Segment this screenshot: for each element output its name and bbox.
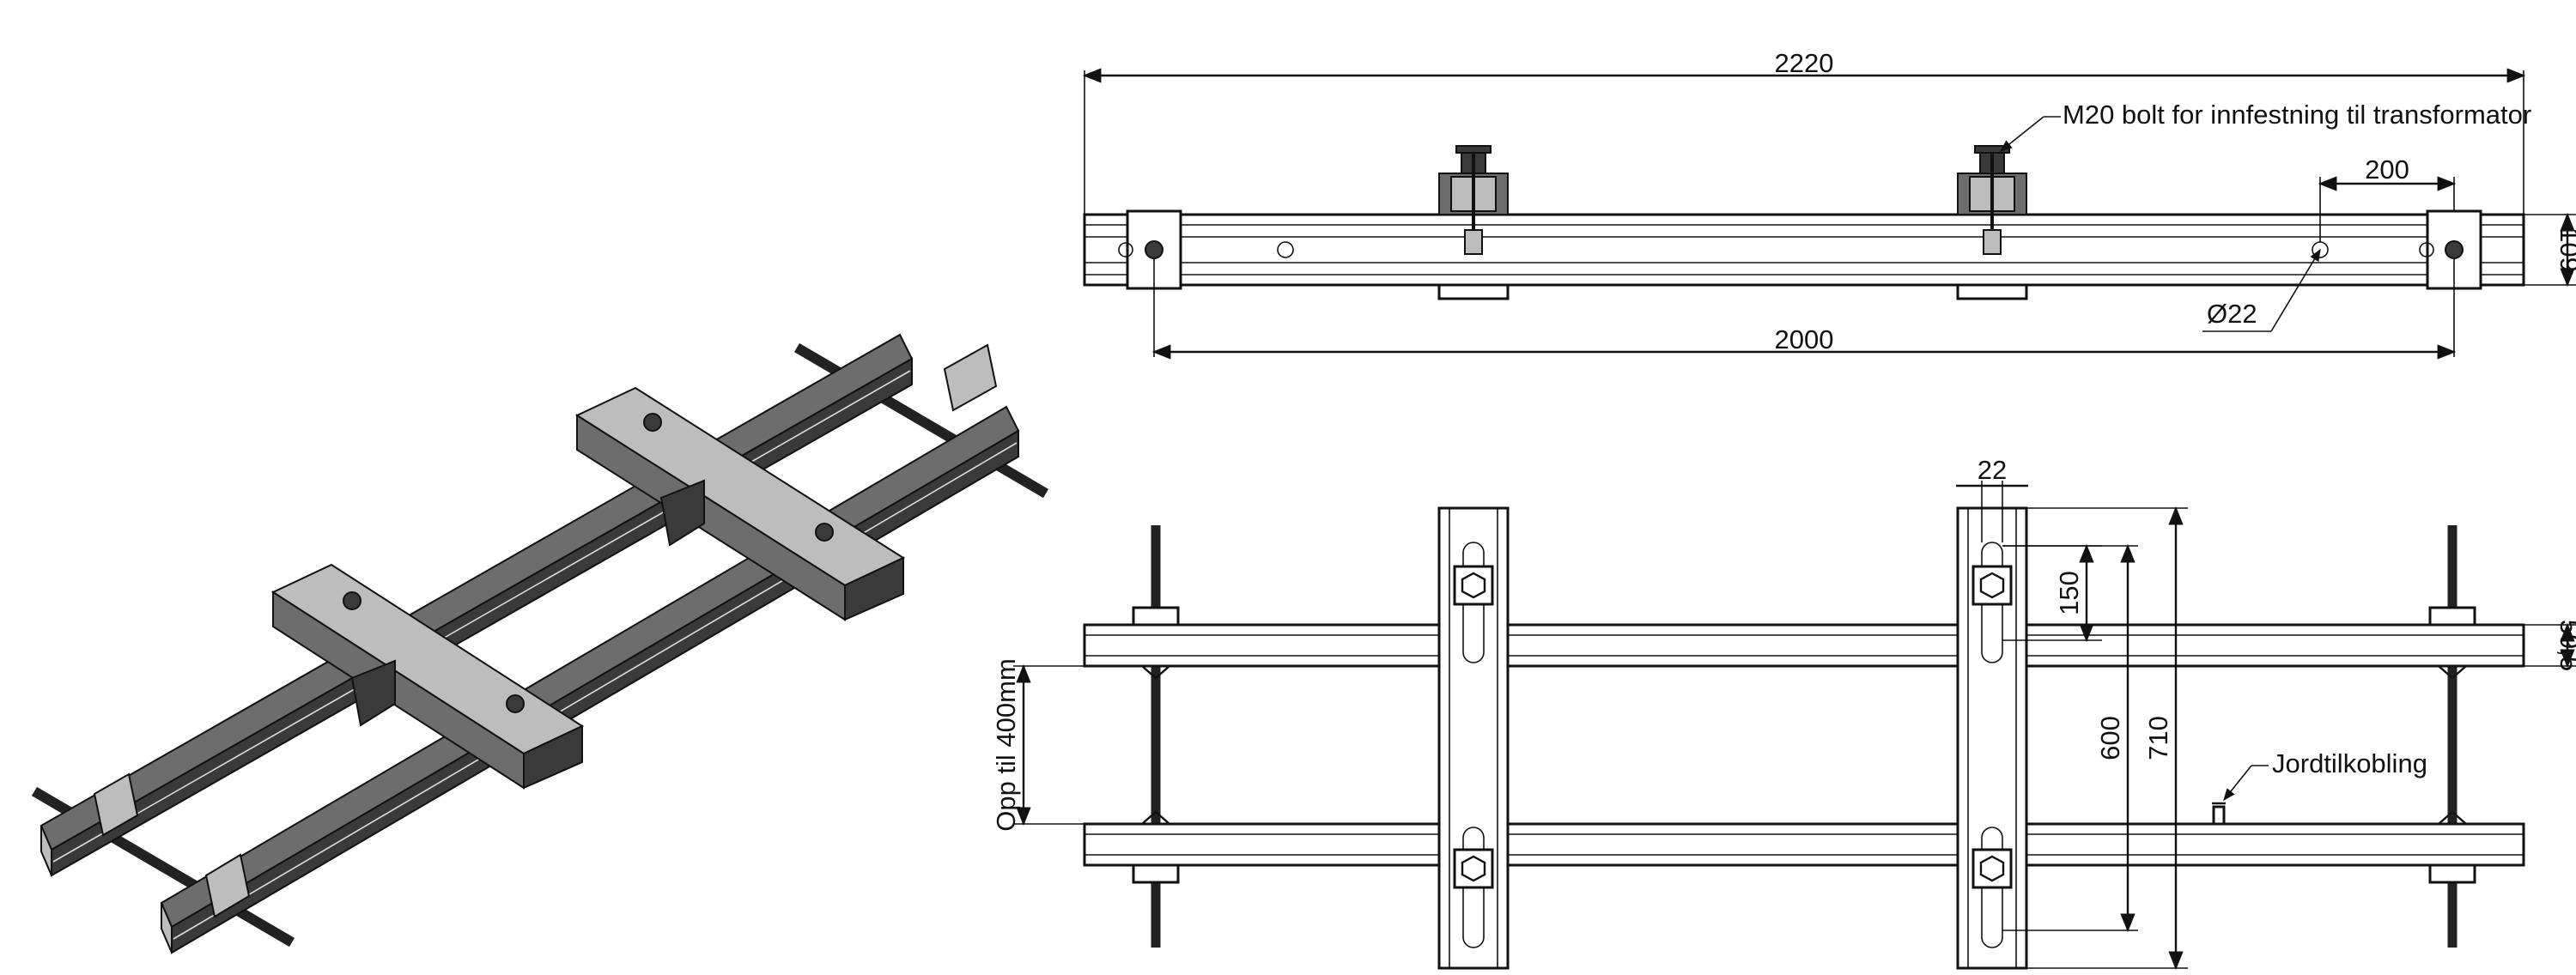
dim-slot-span: 600 (2095, 716, 2125, 760)
dim-end-offset: 200 (2365, 154, 2409, 185)
clamp-left (1438, 145, 1509, 255)
dim-bar-length: 710 (2143, 716, 2173, 760)
grounding-label: Jordtilkobling (2272, 748, 2427, 778)
side-view: 2220 2000 200 109 Ø22 M20 bolt for innfe… (1082, 48, 2576, 360)
clamp-right (1957, 145, 2027, 255)
bolt-label: M20 bolt for innfestning til transformat… (2063, 100, 2531, 130)
cross-bar-right (1956, 506, 2028, 970)
cross-bar-left (1437, 506, 1510, 970)
dim-rail-height: 59,5 (2555, 620, 2576, 671)
dim-slot-width: 22 (1978, 455, 2007, 485)
dim-profile-height: 109 (2555, 227, 2576, 272)
plan-view: 22 150 600 710 59,5 Opp til 400mm (991, 455, 2576, 971)
dim-slot-length: 150 (2054, 571, 2084, 615)
dim-hole-spacing: 2000 (1775, 324, 1834, 354)
dim-overall-length: 2220 (1775, 48, 1834, 78)
dim-hole-diameter: Ø22 (2207, 299, 2257, 329)
grounding-terminal-icon (2212, 802, 2226, 826)
isometric-view (31, 333, 1049, 954)
dim-rail-gap: Opp til 400mm (991, 658, 1021, 832)
